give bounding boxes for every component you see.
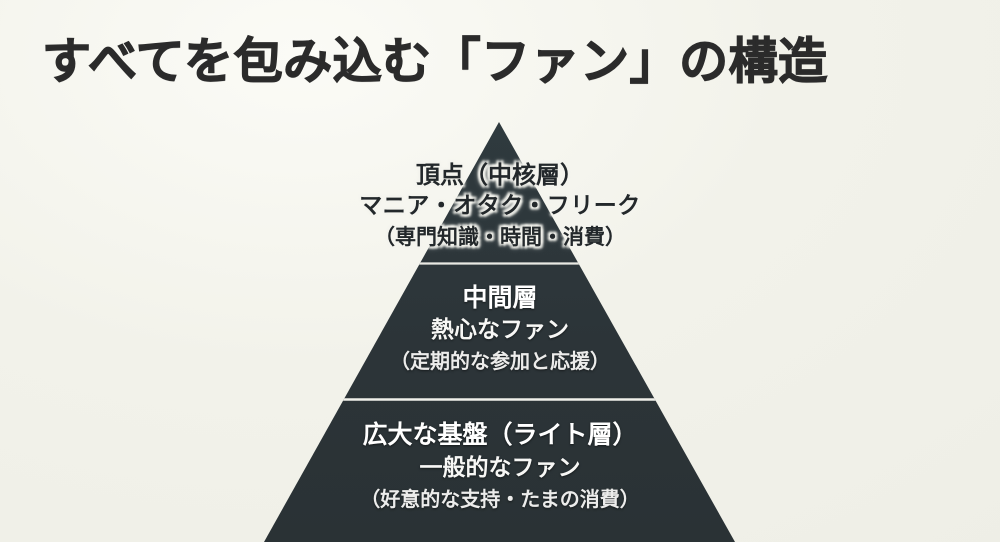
page-title: すべてを包み込む「ファン」の構造 [41, 32, 828, 90]
pyramid-body [264, 122, 735, 542]
